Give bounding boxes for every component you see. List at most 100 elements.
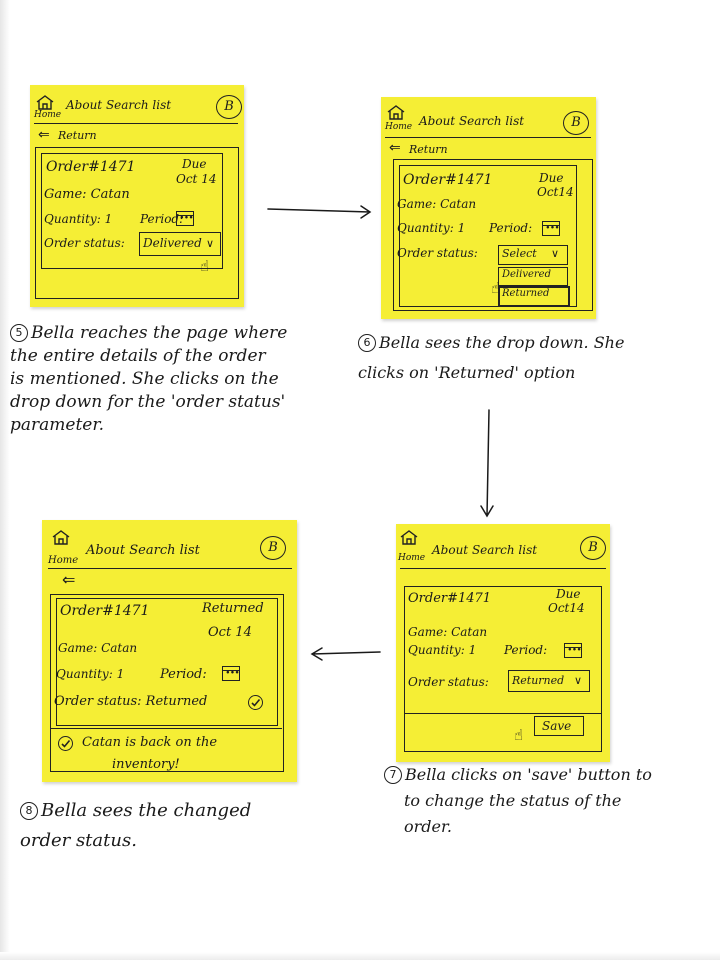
- calendar-icon[interactable]: [564, 643, 582, 658]
- quantity-line: Quantity: 1: [56, 667, 125, 681]
- home-icon[interactable]: [387, 105, 405, 120]
- order-status-dropdown[interactable]: [508, 670, 590, 692]
- due-date: Oct14: [548, 601, 585, 615]
- period-label: Period:: [160, 667, 207, 682]
- home-label[interactable]: Home: [34, 110, 62, 120]
- header-divider: [400, 568, 606, 569]
- option-delivered-label: Delivered: [502, 269, 551, 280]
- order-details-box: [404, 586, 602, 714]
- chevron-down-icon[interactable]: ∨: [206, 237, 215, 250]
- content-frame: [50, 594, 284, 772]
- profile-circle-icon[interactable]: B: [216, 95, 242, 119]
- header-divider: [34, 123, 238, 124]
- select-placeholder: Select: [502, 247, 537, 260]
- calendar-icon[interactable]: [176, 211, 194, 226]
- caption-line: Bella reaches the page where: [31, 323, 288, 343]
- option-returned[interactable]: [498, 286, 570, 307]
- due-label: Due: [539, 171, 564, 185]
- profile-circle-icon[interactable]: B: [563, 111, 589, 135]
- due-date: Oct14: [537, 185, 574, 199]
- toast-divider: [50, 728, 282, 729]
- content-frame: [35, 147, 239, 299]
- profile-circle-icon[interactable]: B: [580, 536, 606, 560]
- caption-line: Bella sees the drop down. She: [379, 333, 625, 352]
- calendar-icon[interactable]: [222, 666, 240, 681]
- header-divider: [48, 568, 292, 569]
- game-line: Game: Catan: [58, 641, 138, 655]
- caption-line: order.: [404, 817, 452, 836]
- period-label: Period:: [489, 221, 533, 235]
- due-date: Oct 14: [176, 172, 217, 186]
- option-delivered[interactable]: [498, 267, 568, 286]
- caption-line: the entire details of the order: [10, 346, 266, 366]
- step-number: 5: [10, 324, 28, 342]
- step-number: 7: [384, 766, 402, 784]
- sticky-note-step-7: Home About Search list B Order#1471 Due …: [396, 524, 610, 762]
- step-number: 6: [358, 334, 376, 352]
- return-link[interactable]: Return: [409, 143, 448, 156]
- back-arrow-icon[interactable]: ⇐: [389, 140, 401, 156]
- caption-line: is mentioned. She clicks on the: [10, 369, 279, 389]
- header-divider: [385, 137, 591, 138]
- sticky-note-step-6: Home About Search list B ⇐ Return Order#…: [381, 97, 596, 319]
- caption-line: order status.: [20, 830, 137, 851]
- caption-line: clicks on 'Returned' option: [358, 363, 576, 382]
- content-frame: [393, 159, 593, 311]
- order-number: Order#1471: [46, 159, 136, 175]
- home-label[interactable]: Home: [48, 555, 79, 566]
- check-circle-icon: [248, 695, 263, 710]
- order-details-box: [399, 165, 577, 307]
- screen-title: About Search list: [419, 114, 525, 128]
- home-icon[interactable]: [36, 95, 54, 110]
- paper-edge: [0, 0, 10, 960]
- period-label: Period:: [504, 643, 548, 657]
- calendar-icon[interactable]: [542, 221, 560, 236]
- chevron-down-icon[interactable]: ∨: [574, 674, 583, 687]
- home-label[interactable]: Home: [385, 122, 413, 132]
- chevron-down-icon[interactable]: ∨: [551, 247, 560, 260]
- order-status-dropdown[interactable]: [139, 232, 221, 256]
- order-details-box: [41, 153, 223, 269]
- quantity-line: Quantity: 1: [408, 643, 477, 657]
- order-status-line: Order status: Returned: [54, 694, 208, 709]
- order-number: Order#1471: [60, 603, 150, 619]
- back-arrow-icon[interactable]: ⇐: [62, 570, 76, 589]
- caption-line: drop down for the 'order status': [10, 392, 286, 412]
- game-line: Game: Catan: [44, 187, 130, 202]
- caption-line: Bella clicks on 'save' button to: [405, 765, 652, 784]
- order-status-value: Delivered: [143, 236, 202, 250]
- pointer-hand-icon: ☝: [514, 726, 524, 744]
- order-number: Order#1471: [403, 172, 493, 188]
- period-label: Period:: [140, 212, 184, 226]
- return-link[interactable]: Return: [58, 129, 97, 142]
- order-status-label: Order status:: [44, 236, 125, 250]
- order-status-value: Returned: [512, 674, 565, 687]
- order-status-select[interactable]: [498, 245, 568, 265]
- home-label[interactable]: Home: [398, 553, 426, 563]
- quantity-line: Quantity: 1: [44, 212, 113, 226]
- pointer-hand-icon: ☝: [491, 279, 501, 297]
- profile-circle-icon[interactable]: B: [260, 536, 286, 560]
- order-details-box: [56, 598, 278, 726]
- sticky-note-step-5: Home About Search list B ⇐ Return Order#…: [30, 85, 244, 307]
- option-returned-label: Returned: [502, 288, 550, 299]
- save-button[interactable]: [534, 716, 584, 736]
- order-status-label: Order status:: [408, 675, 489, 689]
- order-number: Order#1471: [408, 591, 492, 606]
- sticky-note-step-8: Home About Search list B ⇐ Order#1471 Re…: [42, 520, 297, 782]
- home-icon[interactable]: [52, 530, 70, 545]
- step-number: 8: [20, 802, 38, 820]
- due-label: Due: [182, 157, 207, 171]
- screen-title: About Search list: [432, 543, 538, 557]
- success-check-icon: [58, 736, 73, 751]
- arrow-7-to-8: [310, 647, 381, 661]
- home-icon[interactable]: [400, 530, 418, 545]
- order-status-top: Returned: [202, 601, 264, 616]
- toast-message-line-1: Catan is back on the: [82, 735, 218, 750]
- toast-message-line-2: inventory!: [112, 757, 180, 772]
- back-arrow-icon[interactable]: ⇐: [38, 127, 50, 143]
- due-date: Oct 14: [208, 625, 252, 640]
